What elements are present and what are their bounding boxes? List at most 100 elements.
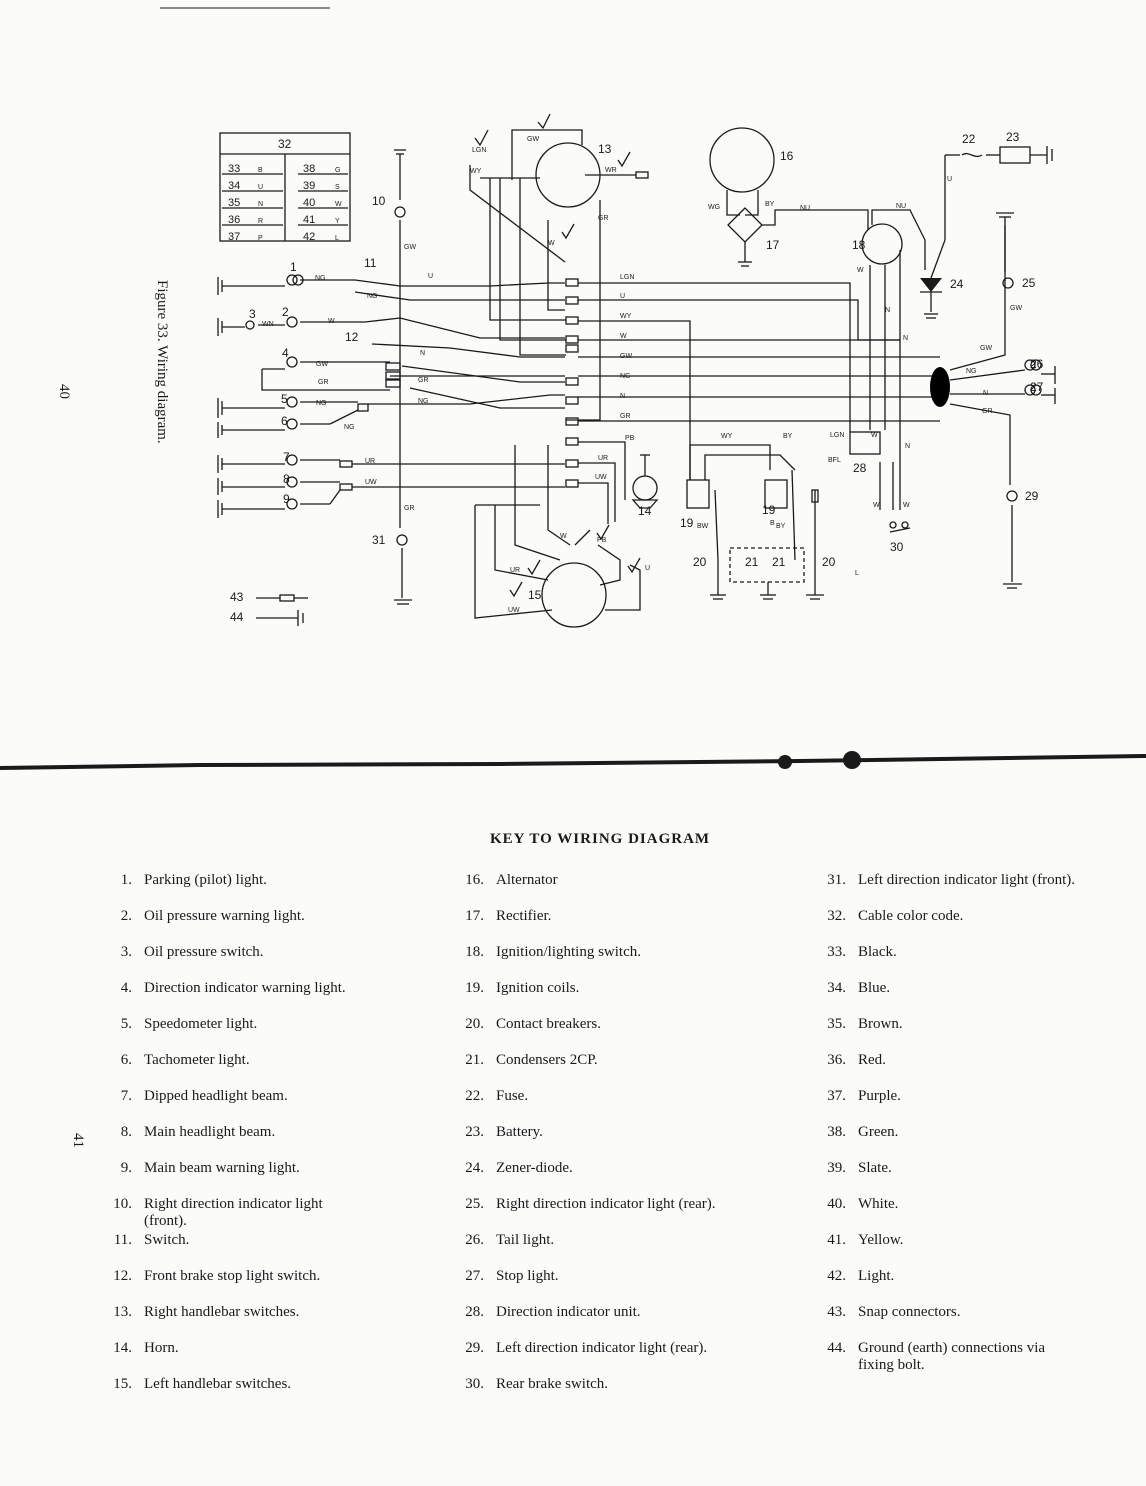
color-code-number: 35 — [228, 197, 240, 209]
color-code-number: 37 — [228, 231, 240, 243]
key-number: 1. — [120, 872, 132, 888]
component-number: 44 — [230, 610, 244, 624]
left-handlebar-switch — [474, 445, 641, 628]
component-number: 16 — [780, 149, 794, 163]
wire-code-label: U — [645, 565, 650, 572]
key-text: Brown. — [858, 1016, 903, 1032]
key-item: 39.Slate. — [804, 1160, 1078, 1177]
component-number: 1 — [290, 260, 297, 274]
key-number: 29. — [465, 1340, 484, 1356]
key-text: Ignition/lighting switch. — [496, 944, 641, 960]
key-number: 32. — [827, 908, 846, 924]
key-item: 34.Blue. — [804, 980, 1078, 997]
component-number: 15 — [528, 588, 542, 602]
key-item: 32.Cable color code. — [804, 908, 1078, 925]
wire-code-label: W — [328, 318, 335, 325]
key-number: 19. — [465, 980, 484, 996]
wire-code-label: BW — [697, 523, 709, 530]
key-item: 8.Main headlight beam. — [90, 1124, 364, 1141]
component-number: 22 — [962, 132, 976, 146]
key-item: 17.Rectifier. — [442, 908, 716, 925]
wire-code-label: U — [947, 176, 952, 183]
key-item: 23.Battery. — [442, 1124, 716, 1141]
wire-code-label: WN — [262, 321, 274, 328]
key-item: 2.Oil pressure warning light. — [90, 908, 364, 925]
wire-code-label: N — [620, 393, 625, 400]
key-item: 24.Zener-diode. — [442, 1160, 716, 1177]
key-item: 38.Green. — [804, 1124, 1078, 1141]
key-number: 27. — [465, 1268, 484, 1284]
ignition-switch-battery-zener — [861, 146, 1053, 510]
check-marks — [474, 113, 641, 598]
key-number: 44. — [827, 1340, 846, 1356]
key-text: Black. — [858, 944, 897, 960]
wire-code-label: N — [903, 335, 908, 342]
key-text: Battery. — [496, 1124, 543, 1140]
key-text: Red. — [858, 1052, 886, 1068]
wire-code-label: GR — [318, 379, 329, 386]
wire-code-label: B — [770, 520, 775, 527]
right-handlebar-switch — [469, 129, 649, 421]
key-number: 11. — [113, 1232, 132, 1248]
wire-code-label: U — [428, 273, 433, 280]
left-ground-symbols — [217, 277, 223, 518]
color-code-letter: L — [335, 235, 339, 242]
key-text: Parking (pilot) light. — [144, 872, 267, 888]
key-number: 5. — [120, 1016, 132, 1032]
key-number: 10. — [113, 1196, 132, 1212]
color-code-letter: U — [258, 184, 263, 191]
key-item: 35.Brown. — [804, 1016, 1078, 1033]
key-item: 4.Direction indicator warning light. — [90, 980, 364, 997]
key-item: 33.Black. — [804, 944, 1078, 961]
wire-code-label: NU — [896, 203, 906, 210]
wire-code-label: LGN — [830, 432, 844, 439]
harness-bus — [352, 278, 940, 524]
front-indicator-feed — [394, 149, 412, 605]
wire-code-label: WY — [470, 168, 482, 175]
key-item: 12.Front brake stop light switch. — [90, 1268, 364, 1285]
component-number: 20 — [693, 555, 707, 569]
component-number: 18 — [852, 238, 866, 252]
key-text: Slate. — [858, 1160, 892, 1176]
wire-code-label: WY — [620, 313, 632, 320]
wire-code-label: W — [873, 502, 880, 509]
wire-code-label: BFL — [828, 457, 841, 464]
key-item: 31.Left direction indicator light (front… — [804, 872, 1078, 889]
color-code-letter: B — [258, 167, 263, 174]
key-number: 2. — [120, 908, 132, 924]
wire-code-label: N — [905, 443, 910, 450]
wire-code-label: W — [903, 502, 910, 509]
key-text: Direction indicator warning light. — [144, 980, 346, 996]
component-number: 21 — [772, 555, 786, 569]
wire-code-label: NG — [367, 293, 378, 300]
key-text: Fuse. — [496, 1088, 529, 1104]
key-number: 22. — [465, 1088, 484, 1104]
wire-code-label: BY — [783, 433, 793, 440]
color-code-number: 39 — [303, 180, 315, 192]
key-item: 10.Right direction indicator light (fron… — [90, 1196, 364, 1230]
key-text: Zener-diode. — [496, 1160, 573, 1176]
key-text: Switch. — [144, 1232, 190, 1248]
key-text: Main headlight beam. — [144, 1124, 276, 1140]
key-number: 38. — [827, 1124, 846, 1140]
alternator-rectifier — [709, 127, 869, 267]
key-item: 43.Snap connectors. — [804, 1304, 1078, 1321]
key-item: 25.Right direction indicator light (rear… — [442, 1196, 716, 1213]
wire-code-label: GR — [598, 215, 609, 222]
key-text: Direction indicator unit. — [496, 1304, 641, 1320]
wire-code-label: GW — [980, 345, 992, 352]
wire-code-label: GW — [620, 353, 632, 360]
key-text: Horn. — [144, 1340, 179, 1356]
component-number: 13 — [598, 142, 612, 156]
key-number: 26. — [465, 1232, 484, 1248]
key-title: KEY TO WIRING DIAGRAM — [490, 831, 711, 847]
key-item: 41.Yellow. — [804, 1232, 1078, 1249]
key-number: 14. — [113, 1340, 132, 1356]
component-number: 2 — [282, 305, 289, 319]
key-item: 16.Alternator — [442, 872, 716, 889]
wire-code-label: L — [855, 570, 859, 577]
component-number: 26 — [1030, 357, 1044, 371]
wire-code-label: UW — [595, 474, 607, 481]
